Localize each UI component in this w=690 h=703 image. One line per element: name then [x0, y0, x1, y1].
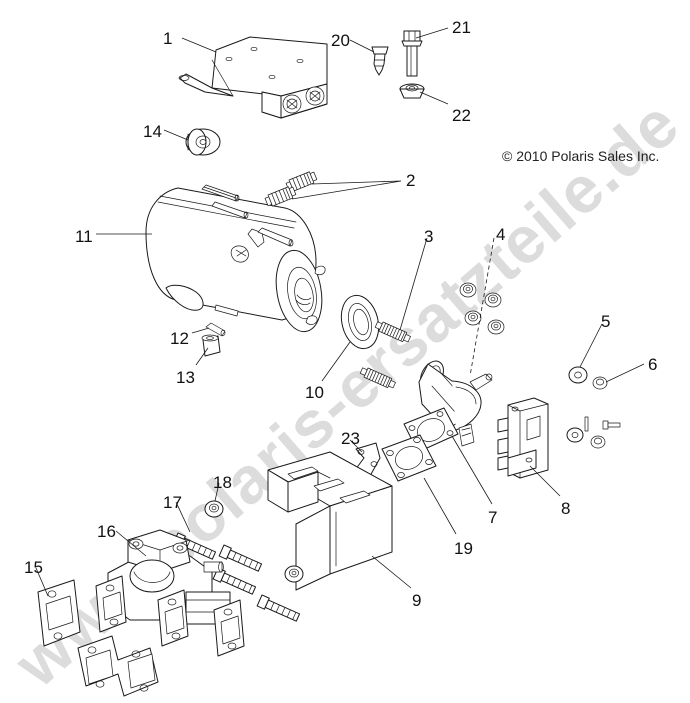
callout-9: 9 — [412, 591, 422, 610]
part-flange-nut-cluster — [459, 282, 505, 335]
part-push-rivet — [371, 46, 389, 76]
callout-14: 14 — [143, 122, 162, 141]
part-heat-shield-bracket — [497, 397, 549, 479]
part-well-nut — [399, 83, 425, 99]
callout-4: 4 — [496, 225, 506, 244]
callout-1: 1 — [163, 29, 173, 48]
part-hex-flange-bolt — [401, 30, 423, 77]
callout-10: 10 — [305, 383, 324, 402]
callout-8: 8 — [561, 499, 571, 518]
callout-21: 21 — [452, 18, 471, 37]
part-exhaust-seal-ring — [340, 294, 380, 350]
part-muffler-mount-bracket — [178, 36, 328, 119]
callout-16: 16 — [97, 522, 116, 541]
callout-18: 18 — [213, 473, 232, 492]
callout-20: 20 — [331, 31, 350, 50]
part-exhaust-clamp-spring — [264, 171, 318, 207]
part-exhaust-spring — [359, 321, 411, 389]
callout-7: 7 — [488, 508, 498, 527]
part-flat-washer — [568, 366, 588, 384]
callout-12: 12 — [170, 329, 189, 348]
copyright-notice: © 2010 Polaris Sales Inc. — [502, 148, 660, 164]
part-nut-hardware — [566, 376, 621, 449]
part-muffler-silencer — [145, 184, 326, 333]
part-exhaust-manifold — [95, 529, 245, 657]
part-manifold-hardware — [172, 500, 304, 622]
callout-15: 15 — [24, 558, 43, 577]
part-header-flange-gasket — [381, 434, 437, 482]
part-isolator-grommet — [185, 128, 221, 156]
callout-19: 19 — [454, 539, 473, 558]
callout-3: 3 — [424, 227, 434, 246]
part-mount-pin — [205, 322, 226, 337]
callout-17: 17 — [163, 493, 182, 512]
part-exhaust-header-pipe — [403, 360, 493, 453]
callout-22: 22 — [452, 106, 471, 125]
part-rubber-bushing — [201, 334, 221, 357]
callout-13: 13 — [176, 368, 195, 387]
leader-lines — [35, 27, 645, 597]
callout-23: 23 — [341, 429, 360, 448]
part-heat-shield — [267, 451, 393, 591]
callout-5: 5 — [601, 312, 611, 331]
callout-11: 11 — [75, 227, 93, 246]
part-exhaust-manifold-gasket — [37, 579, 159, 697]
callout-2: 2 — [406, 171, 416, 190]
callout-6: 6 — [648, 355, 658, 374]
